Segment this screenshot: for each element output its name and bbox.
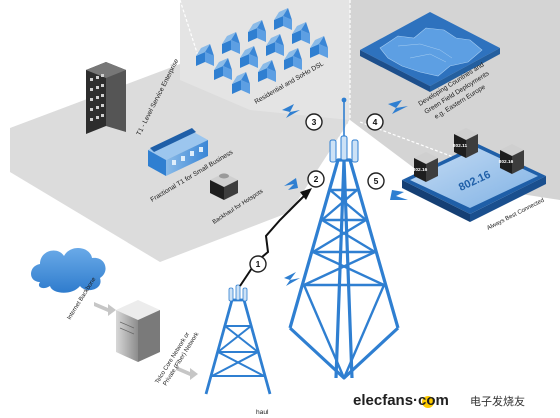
link-badge-2: 2 [307, 170, 325, 188]
internet-cloud-icon [31, 247, 106, 293]
house-2 [222, 32, 240, 54]
device-box-1-icon: 802.16 [413, 152, 438, 182]
house-1 [196, 44, 214, 66]
device-label-2: 802.11 [453, 143, 468, 149]
device-box-2-icon: 802.11 [453, 128, 478, 158]
backhaul-tower-antennas [228, 284, 248, 302]
device-box-3-icon: 802.16 [499, 144, 524, 174]
watermark-cn: 电子发烧友 [470, 394, 525, 408]
main-tower-antennas [329, 97, 359, 163]
house-4 [274, 8, 292, 30]
link-badge-3: 3 [305, 113, 323, 131]
house-7 [266, 34, 284, 56]
house-3 [248, 20, 266, 42]
svg-text:5: 5 [374, 176, 379, 186]
link-badge-1: 1 [249, 255, 267, 273]
house-10 [258, 60, 276, 82]
hotspot-access-point-icon [210, 173, 238, 200]
house-12 [310, 36, 328, 58]
residential-houses-icon [196, 8, 328, 94]
svg-text:1: 1 [256, 259, 261, 269]
small-business-building-icon [148, 128, 208, 176]
core-server-icon [116, 300, 160, 362]
enterprise-building-icon [86, 62, 126, 134]
svg-text:3: 3 [312, 117, 317, 127]
watermark-brand: elecfans·com [353, 392, 449, 409]
watermark-logo: elecfans·com 电子发烧友 [353, 392, 525, 409]
house-9 [232, 72, 250, 94]
label-bottom-haul: haul [256, 409, 269, 416]
house-8 [292, 22, 310, 44]
svg-text:2: 2 [314, 174, 319, 184]
house-6 [240, 46, 258, 68]
signal-bolts [282, 100, 408, 286]
svg-text:4: 4 [373, 117, 378, 127]
link-badge-4: 4 [366, 113, 384, 131]
developing-country-map-icon [360, 12, 500, 92]
house-5 [214, 58, 232, 80]
backhaul-tower [204, 298, 272, 395]
house-11 [284, 48, 302, 70]
arrows [94, 302, 198, 380]
device-label-3: 802.16 [499, 159, 514, 165]
link-badge-5: 5 [367, 172, 385, 190]
device-label-1: 802.16 [413, 167, 428, 173]
